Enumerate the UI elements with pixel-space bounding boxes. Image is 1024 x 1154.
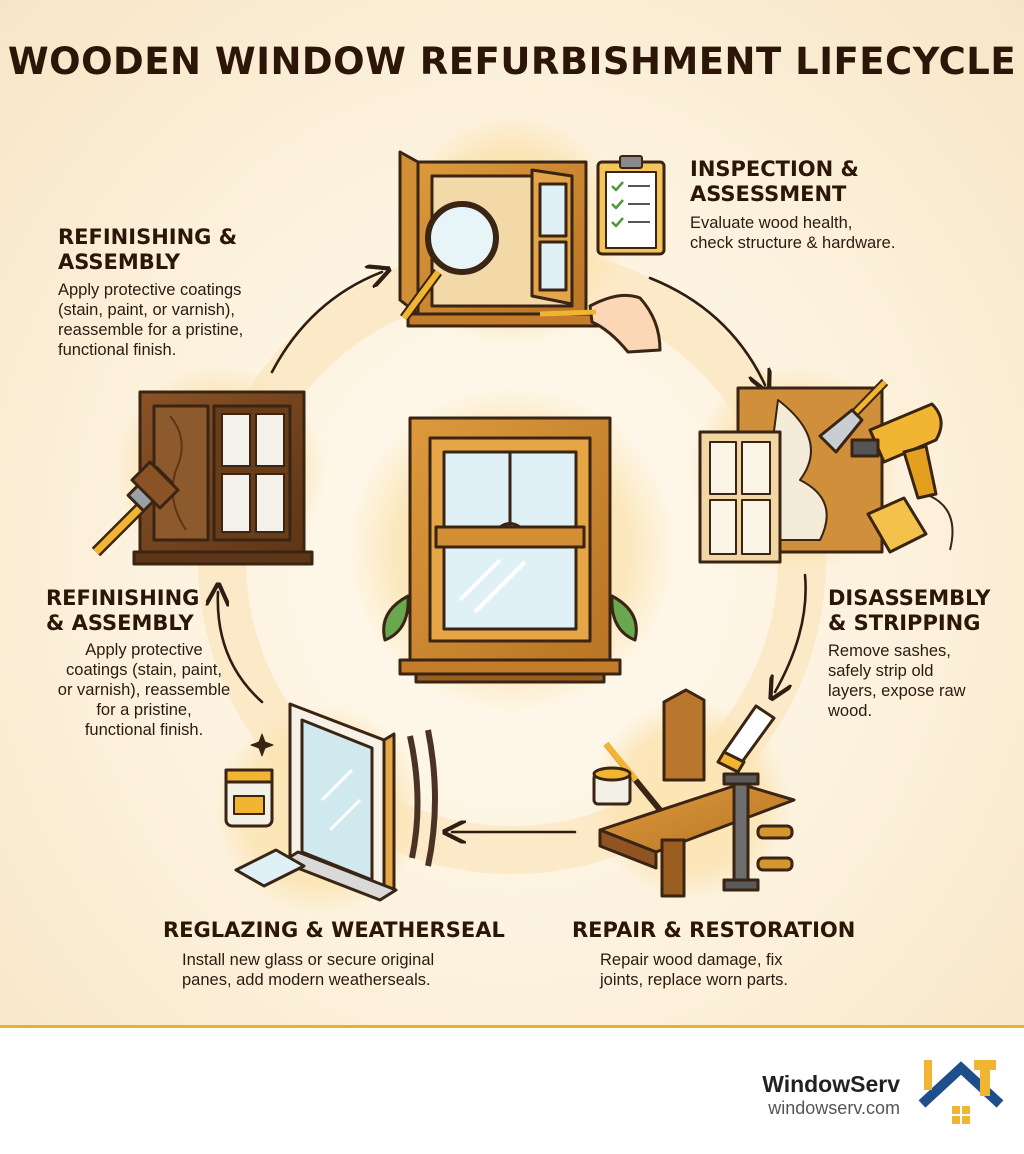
- disassembly-illustration: [698, 378, 954, 564]
- clipboard-icon: [596, 155, 666, 256]
- stage-description: Evaluate wood health, check structure & …: [690, 214, 896, 252]
- magnifier-icon: [399, 201, 499, 321]
- stage-title: REGLAZING & WEATHERSEAL: [163, 918, 505, 942]
- clamp-icon: [722, 772, 794, 892]
- repair-illustration: [592, 688, 796, 898]
- arrow-icon: [648, 276, 765, 385]
- weatherstrip-icon: [407, 729, 438, 867]
- stage-title: REPAIR & RESTORATION: [572, 918, 856, 942]
- stage-description: Remove sashes, safely strip old layers, …: [828, 642, 966, 720]
- stage-title: INSPECTION & ASSESSMENT: [690, 157, 859, 206]
- cycle-arrows: [218, 272, 807, 832]
- stage-description: Install new glass or secure original pan…: [182, 951, 435, 989]
- paintbrush-icon: [91, 460, 180, 557]
- hand-with-tool-icon: [539, 293, 662, 354]
- sanding-pad-icon: [866, 496, 928, 554]
- center-window-illustration: [382, 416, 638, 684]
- stage-description: Repair wood damage, fix joints, replace …: [600, 951, 789, 989]
- stage-description: Apply protective coatings (stain, paint,…: [57, 641, 231, 739]
- arrow-icon: [270, 272, 382, 374]
- refinishing-illustration: [91, 390, 314, 566]
- stage-title: DISASSEMBLY & STRIPPING: [828, 586, 991, 635]
- reglazing-illustration: [224, 702, 438, 902]
- leaf-icon: [610, 594, 638, 642]
- footer: WindowServ windowserv.com: [0, 1025, 1024, 1154]
- stage-title: REFINISHING & ASSEMBLY: [46, 586, 200, 635]
- arrow-icon: [775, 573, 807, 692]
- page-title: WOODEN WINDOW REFURBISHMENT LIFECYCLE: [7, 40, 1017, 83]
- house-logo-icon: [918, 1060, 1004, 1124]
- arrow-icon: [218, 592, 264, 704]
- glue-tube-icon: [716, 704, 776, 774]
- scraper-icon: [818, 378, 889, 454]
- leaf-icon: [382, 594, 410, 642]
- heat-gun-icon: [850, 402, 954, 551]
- stage-description: Apply protective coatings (stain, paint,…: [58, 281, 244, 359]
- sealant-jar-icon: [224, 768, 274, 828]
- lifecycle-diagram: [91, 115, 954, 915]
- putty-jar-icon: [592, 766, 632, 806]
- stage-title: REFINISHING & ASSEMBLY: [58, 225, 238, 274]
- brand-url[interactable]: windowserv.com: [768, 1098, 900, 1118]
- brand-name: WindowServ: [762, 1071, 900, 1097]
- inspection-illustration: [398, 150, 666, 354]
